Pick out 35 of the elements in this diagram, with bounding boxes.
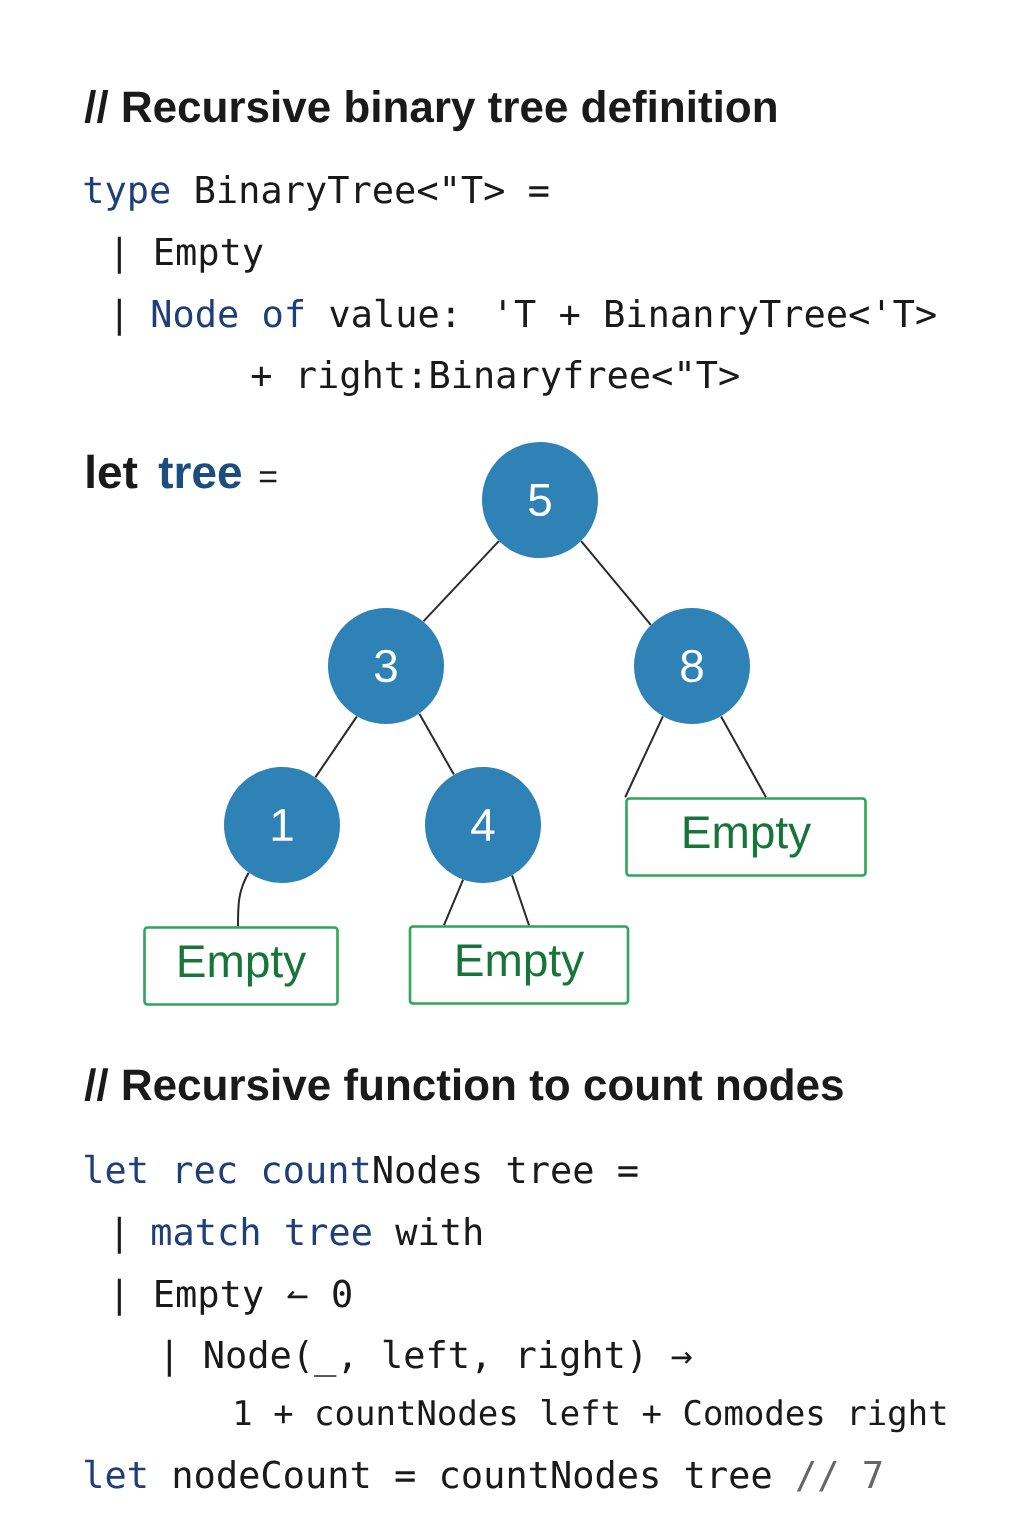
code-text: = xyxy=(259,471,277,483)
code-keyword: let xyxy=(85,1459,146,1489)
code-comment: // 7 xyxy=(796,1461,882,1492)
code-line: | Empty ↼ 0 xyxy=(117,1278,351,1316)
tree-edge xyxy=(418,712,455,776)
code-text: let xyxy=(87,454,138,489)
tree-edge xyxy=(443,878,465,927)
tree-edge xyxy=(314,715,358,779)
code-keyword: let rec count xyxy=(85,1154,369,1184)
code-line: BinaryTree<"T> = xyxy=(196,174,549,211)
tree-edge xyxy=(624,715,664,799)
code-keyword: type xyxy=(84,177,170,211)
empty-box: Empty xyxy=(625,797,867,877)
code-line: 1 + countNodes left + Comodes right xyxy=(236,1399,946,1433)
code-line: Nodes tree = xyxy=(374,1154,638,1184)
empty-box: Empty xyxy=(408,925,630,1005)
code-line: + right:Binaryfree<"T> xyxy=(251,359,739,396)
code-line: | Node(_, left, right) → xyxy=(167,1339,692,1377)
tree-edge xyxy=(422,540,500,623)
code-keyword: tree xyxy=(158,458,241,489)
code-line: | xyxy=(117,1216,121,1254)
code-line: with xyxy=(395,1216,481,1245)
code-keyword: Node of xyxy=(152,298,304,328)
tree-edge xyxy=(237,871,250,928)
tree-edge xyxy=(511,874,530,927)
comment-heading: // Recursive function to count nodes xyxy=(84,1068,843,1101)
empty-box: Empty xyxy=(143,926,339,1006)
tree-edge xyxy=(720,715,767,799)
tree-edge xyxy=(580,540,652,626)
code-line: | Empty xyxy=(117,236,263,274)
comment-heading: // Recursive binary tree definition xyxy=(84,90,776,132)
code-line: | xyxy=(117,298,121,336)
code-line: value: 'T + BinanryTree<'T> xyxy=(330,298,936,335)
code-keyword: match tree xyxy=(152,1216,371,1246)
code-line: nodeCount = countNodes tree xyxy=(174,1459,771,1489)
